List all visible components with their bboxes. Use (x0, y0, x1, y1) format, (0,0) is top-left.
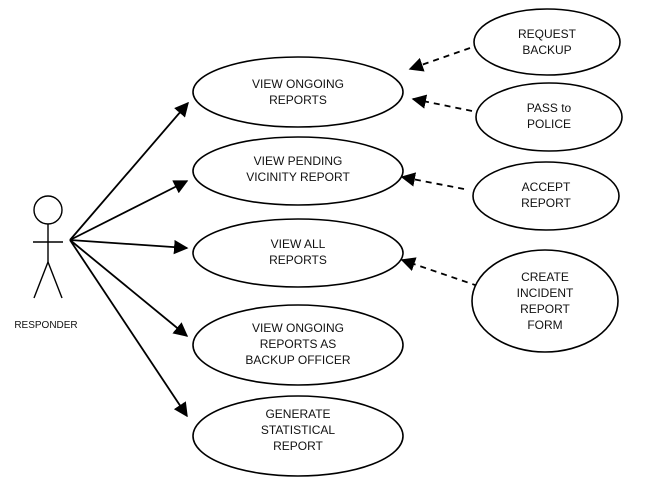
use-case-ellipse (192, 136, 404, 206)
use-case-line: ACCEPT (522, 180, 571, 194)
actor-head (33, 195, 63, 225)
use-case-line: POLICE (527, 117, 571, 131)
use-case-ellipse (192, 218, 404, 288)
use-case-line: PASS to (527, 101, 572, 115)
actor-responder: RESPONDER (14, 195, 78, 331)
use-case-line: VIEW ONGOING (252, 321, 344, 335)
use-case-ellipse (473, 8, 621, 76)
use-case-line: BACKUP (522, 43, 571, 57)
dep-pass-to-police (411, 94, 473, 112)
dep-accept-report (400, 172, 465, 190)
use-case-view-pending-vicinity-report: VIEW PENDING VICINITY REPORT (192, 136, 404, 206)
use-case-ellipse (192, 304, 404, 386)
use-case-ellipse (192, 56, 404, 128)
use-case-ellipse (192, 395, 404, 477)
use-case-view-all-reports: VIEW ALL REPORTS (192, 218, 404, 288)
assoc-generate-statistical (69, 239, 188, 418)
use-case-line: CREATE (521, 270, 569, 284)
use-case-accept-report: ACCEPT REPORT (472, 161, 620, 231)
use-case-create-incident-report-form: CREATE INCIDENT REPORT FORM (471, 249, 619, 353)
use-case-ellipse (471, 249, 619, 353)
use-case-ellipse (475, 82, 623, 152)
use-case-line: VIEW PENDING (254, 154, 343, 168)
use-case-line: STATISTICAL (261, 423, 336, 437)
use-case-line: REPORT (521, 196, 571, 210)
use-case-line: BACKUP OFFICER (245, 353, 350, 367)
assoc-view-ongoing-backup (69, 239, 189, 337)
use-case-generate-statistical-report: GENERATE STATISTICAL REPORT (192, 395, 404, 477)
use-case-view-ongoing-reports-as-backup-officer: VIEW ONGOING REPORTS AS BACKUP OFFICER (192, 304, 404, 386)
use-case-line: REPORT (520, 302, 570, 316)
use-case-line: REQUEST (518, 27, 577, 41)
use-case-line: REPORTS AS (260, 337, 336, 351)
actor-right-leg (47, 261, 63, 299)
use-case-line: GENERATE (265, 407, 330, 421)
use-case-line: VICINITY REPORT (246, 170, 350, 184)
assoc-view-ongoing-reports (69, 101, 189, 241)
use-case-line: FORM (527, 318, 562, 332)
actor-left-leg (33, 261, 49, 299)
use-case-line: REPORTS (269, 93, 327, 107)
assoc-view-all-reports (69, 239, 189, 255)
use-case-line: VIEW ONGOING (252, 77, 344, 91)
use-case-pass-to-police: PASS to POLICE (475, 82, 623, 152)
use-case-line: REPORTS (269, 253, 327, 267)
assoc-view-pending-vicinity (69, 180, 189, 241)
actor-label: RESPONDER (14, 320, 77, 331)
associations (69, 101, 189, 418)
dependencies (400, 47, 479, 287)
dep-request-backup (408, 47, 471, 72)
use-case-ellipse (472, 161, 620, 231)
use-case-line: REPORT (273, 439, 323, 453)
use-case-view-ongoing-reports: VIEW ONGOING REPORTS (192, 56, 404, 128)
dep-create-incident (400, 257, 479, 287)
use-case-request-backup: REQUEST BACKUP (473, 8, 621, 76)
use-case-line: VIEW ALL (271, 237, 326, 251)
use-case-line: INCIDENT (517, 286, 574, 300)
